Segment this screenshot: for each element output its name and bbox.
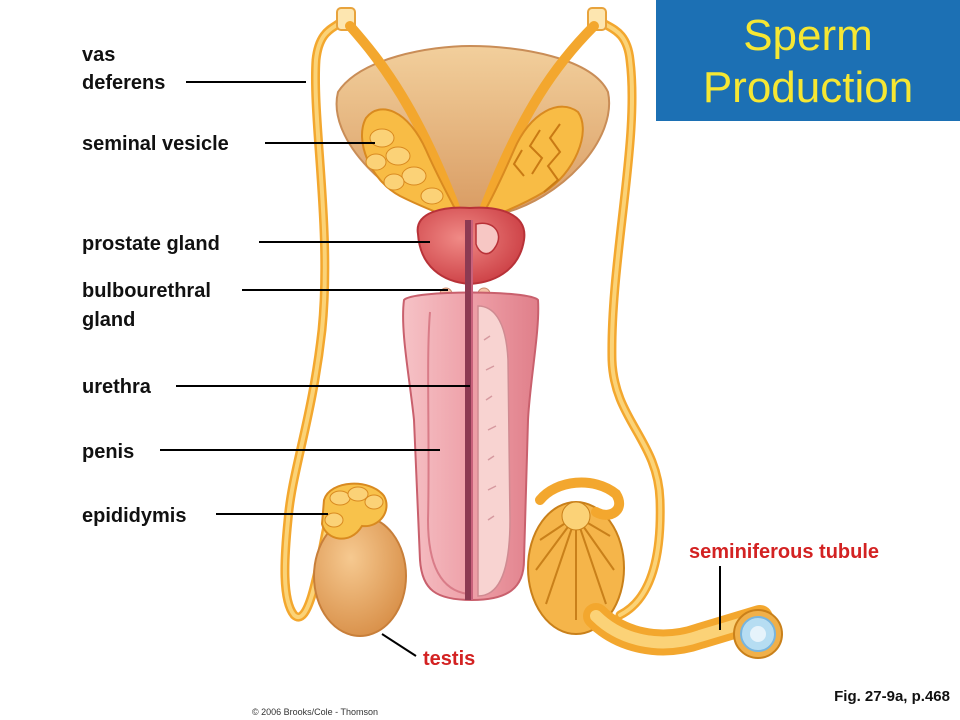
testis-right-section	[527, 477, 625, 635]
label-vas-deferens-line2: deferens	[82, 72, 166, 94]
copyright-notice: © 2006 Brooks/Cole - Thomson	[252, 707, 379, 717]
title-line-1: Sperm	[743, 11, 873, 60]
label-prostate-gland: prostate gland	[82, 233, 220, 255]
label-seminiferous-tubule: seminiferous tubule	[689, 541, 880, 563]
label-penis: penis	[82, 441, 135, 463]
label-testis: testis	[423, 648, 476, 670]
seminal-vesicle-left	[361, 108, 465, 224]
title-box: Sperm Production	[656, 0, 960, 121]
testis-left	[313, 482, 407, 637]
label-seminal-vesicle: seminal vesicle	[82, 133, 229, 155]
label-bulbourethral-line2: gland	[82, 309, 136, 331]
seminiferous-tubule	[583, 603, 783, 659]
figure-reference: Fig. 27-9a, p.468	[834, 688, 950, 705]
label-epididymis: epididymis	[82, 505, 187, 527]
leader-lines	[160, 81, 721, 657]
label-bulbourethral-line1: bulbourethral	[82, 280, 211, 302]
title-line-2: Production	[702, 63, 914, 112]
label-urethra: urethra	[82, 376, 151, 398]
label-vas-deferens-line1: vas	[82, 44, 116, 66]
